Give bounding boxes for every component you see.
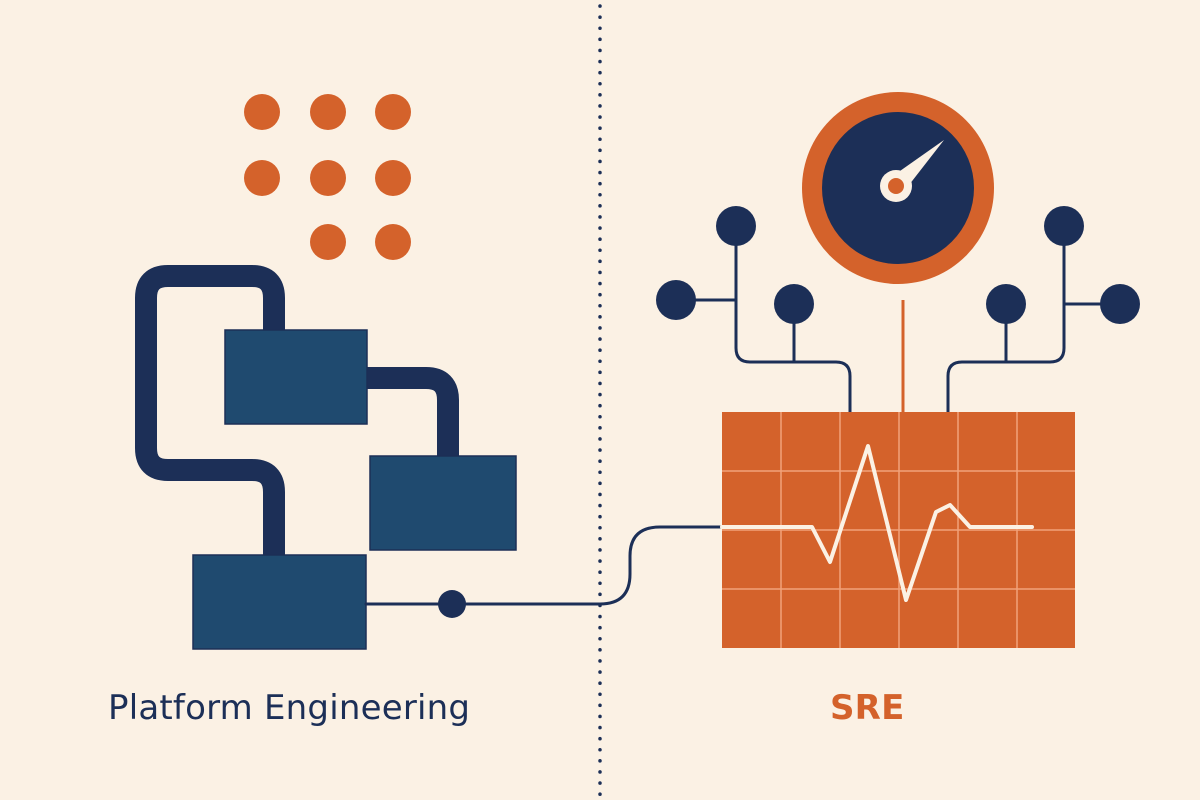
pipe-outer-loop — [135, 265, 285, 556]
sensor-node — [774, 284, 814, 324]
process-box-top — [224, 329, 368, 425]
platform-engineering-label: Platform Engineering — [108, 688, 471, 728]
sre-label: SRE — [830, 688, 905, 728]
grid-dot — [375, 160, 411, 196]
grid-dot — [244, 160, 280, 196]
gauge-icon — [802, 92, 994, 412]
heartbeat-monitor-icon — [720, 412, 1075, 648]
sensor-node — [986, 284, 1026, 324]
process-box-bottom — [192, 554, 367, 650]
pipeline-flow-icon — [135, 265, 517, 650]
grid-dot — [244, 94, 280, 130]
sensor-network-right — [946, 206, 1140, 414]
dot-grid-icon — [244, 94, 411, 260]
grid-dot — [375, 224, 411, 260]
connector-line — [364, 525, 724, 606]
sensor-network-left — [656, 206, 852, 414]
sensor-node — [1100, 284, 1140, 324]
sensor-node — [716, 206, 756, 246]
process-box-middle — [369, 455, 517, 551]
pipe-box-to-box — [366, 367, 459, 458]
sensor-node — [656, 280, 696, 320]
grid-dot — [310, 224, 346, 260]
gauge-hub-center — [888, 178, 904, 194]
heartbeat-line — [720, 444, 1034, 602]
sensor-node — [1044, 206, 1084, 246]
grid-dot — [310, 94, 346, 130]
grid-dot — [375, 94, 411, 130]
grid-dot — [310, 160, 346, 196]
